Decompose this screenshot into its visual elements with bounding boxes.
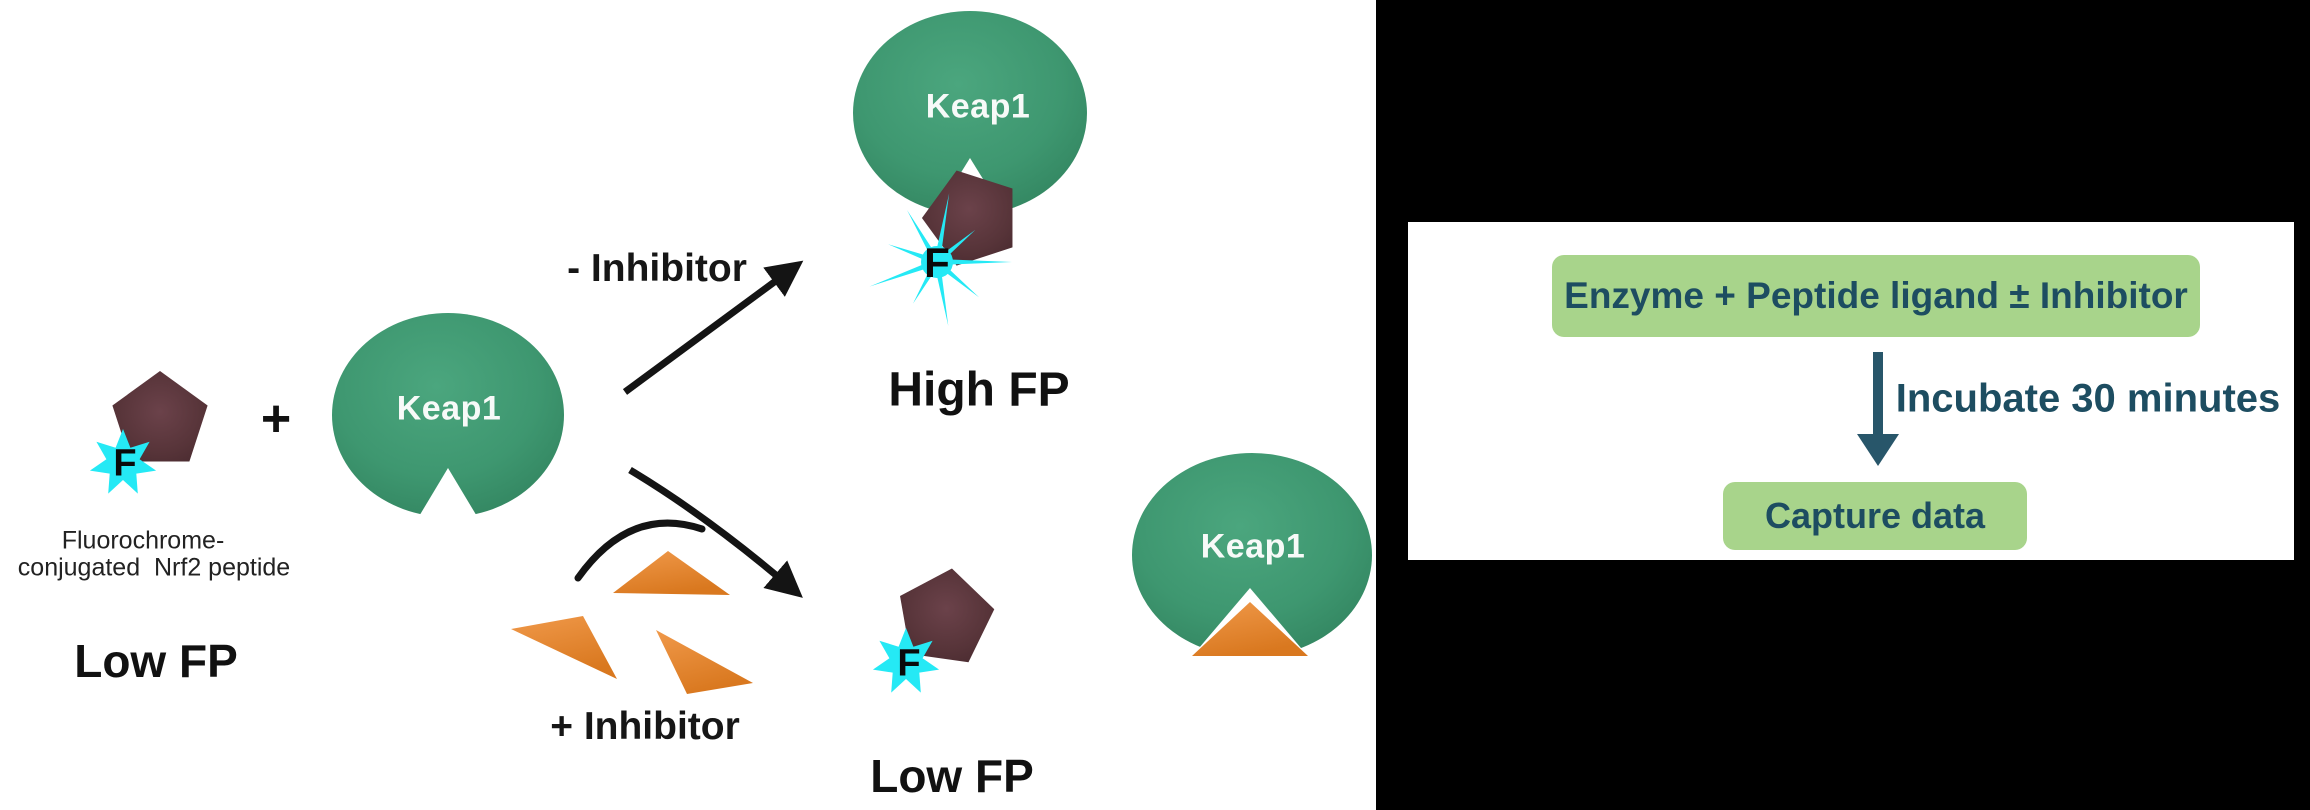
keap1-inhibited-protein-shape — [1132, 453, 1372, 657]
no-inhibitor-label: - Inhibitor — [567, 247, 747, 290]
free-fluorescent-peptide — [89, 371, 208, 494]
fluorophore-letter-bound: F — [924, 239, 950, 286]
fluorophore-letter-displaced: F — [897, 642, 921, 685]
reagent-caption-line2: conjugated Nrf2 peptide — [17, 553, 291, 582]
inhibitor-molecules — [511, 551, 753, 694]
fluorophore-burst-icon — [869, 193, 1012, 326]
keap1-inhibited-label: Keap1 — [1200, 527, 1306, 566]
keap1-inhibitor-complex — [1132, 453, 1372, 668]
reagent-caption-line1: Fluorochrome- — [61, 526, 225, 555]
inhibitor-triangle — [613, 551, 730, 595]
high-fp-label: High FP — [888, 363, 1070, 417]
incubation-caption: Incubate 30 minutes — [1895, 376, 2281, 421]
workflow-step2-box: Capture data — [1723, 482, 2027, 550]
arrow-hop-arc — [574, 519, 706, 582]
keap1-free-label: Keap1 — [396, 389, 502, 428]
workflow-down-arrow-icon — [1857, 352, 1899, 466]
keap1-free-protein — [332, 313, 564, 533]
plus-sign: + — [260, 390, 292, 448]
low-fp-label: Low FP — [74, 635, 238, 687]
low-fp-result-label: Low FP — [870, 750, 1034, 802]
binding-pocket-notch — [409, 468, 487, 533]
inhibitor-triangle — [656, 630, 753, 694]
workflow-step1-box: Enzyme + Peptide ligand ± Inhibitor — [1552, 255, 2200, 337]
bound-inhibitor-triangle — [1192, 602, 1308, 656]
fluorophore-letter-free: F — [113, 442, 137, 485]
keap1-bound-label: Keap1 — [925, 87, 1031, 126]
with-inhibitor-arrow — [628, 466, 803, 598]
keap1-peptide-complex — [853, 11, 1087, 326]
keap1-free-protein-shape — [332, 313, 564, 517]
workflow-step2-label: Capture data — [1764, 495, 1986, 536]
displaced-fluorescent-peptide — [872, 561, 1000, 693]
no-inhibitor-arrow — [622, 260, 804, 395]
with-inhibitor-label: + Inhibitor — [550, 705, 740, 748]
keap1-bound-protein-shape — [853, 11, 1087, 215]
inhibitor-triangle — [511, 616, 617, 679]
workflow-step1-label: Enzyme + Peptide ligand ± Inhibitor — [1564, 275, 2188, 316]
fp-schematic-canvas — [89, 11, 1372, 694]
